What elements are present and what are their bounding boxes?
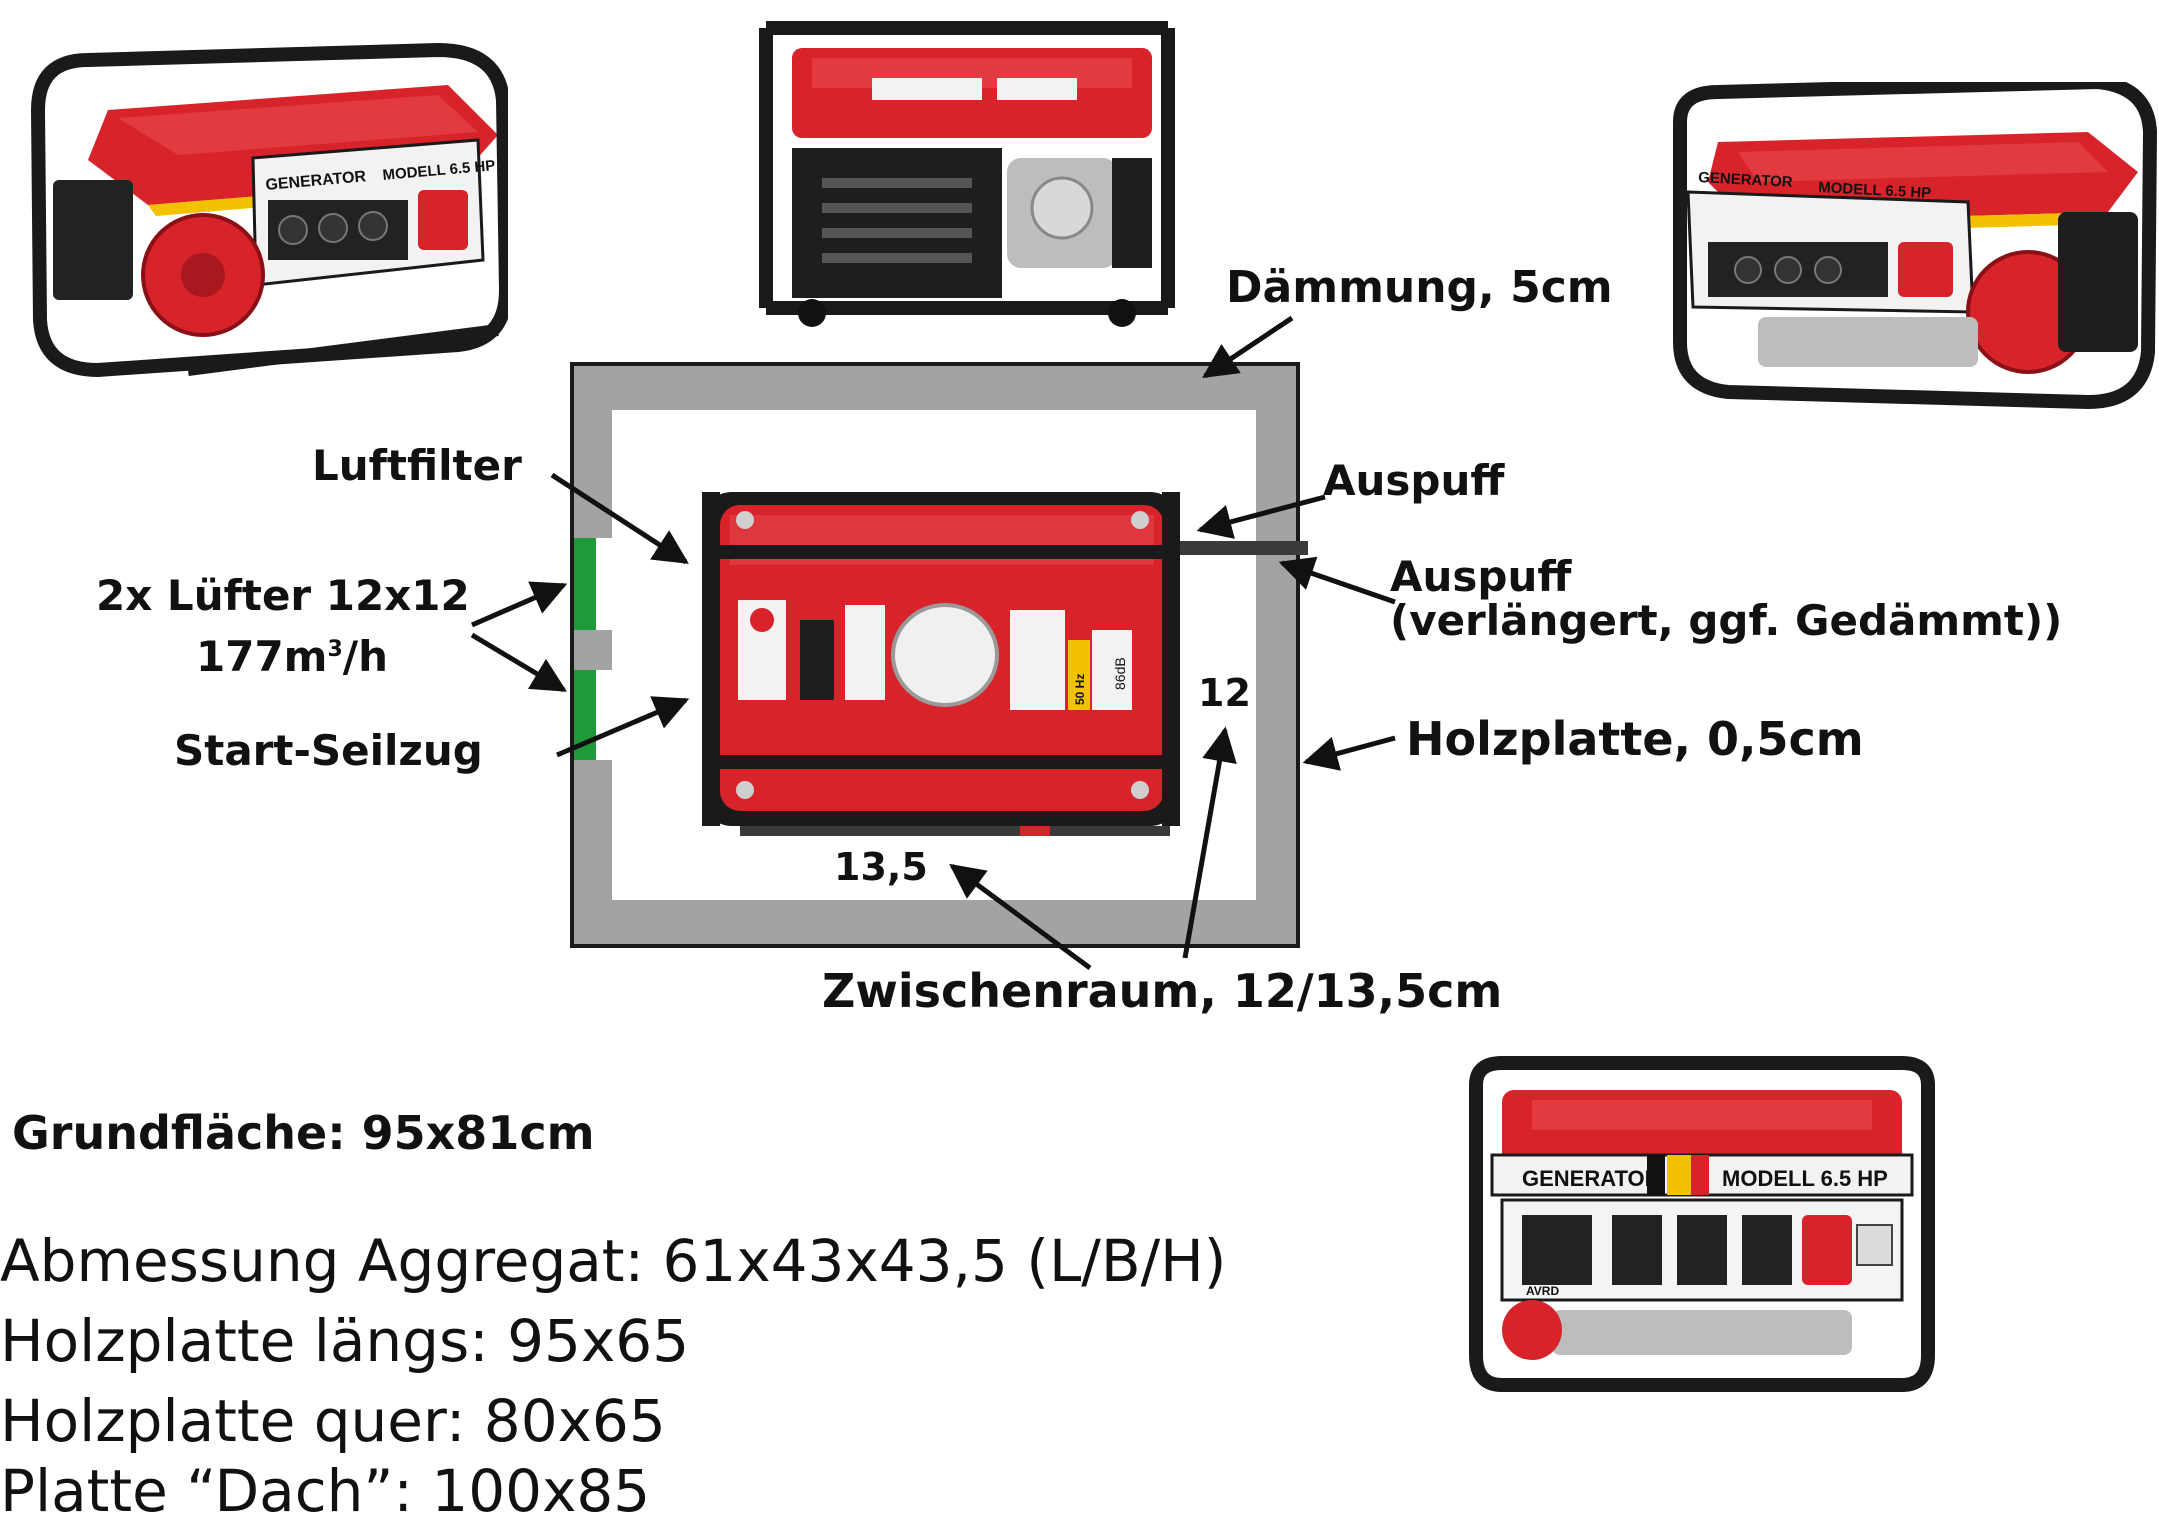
label-gap-13-5: 13,5	[834, 845, 928, 889]
label-auspuff: Auspuff	[1323, 456, 1505, 505]
label-luefter-airflow-tail: /h	[342, 632, 388, 681]
label-luefter: 2x Lüfter 12x12	[96, 571, 470, 620]
generator-photo-front-left: GENERATOR MODELL 6.5 HP	[30, 42, 508, 378]
fan-lower	[574, 670, 596, 760]
label-grundflaeche: Grundfläche: 95x81cm	[12, 1106, 595, 1160]
label-gap-12: 12	[1198, 671, 1251, 715]
exhaust-pipe	[1178, 541, 1308, 555]
label-auspuff-extended-line2: (verlängert, ggf. Gedämmt))	[1390, 596, 2063, 645]
insulation-walls	[572, 364, 1298, 946]
photo4-badge: AVRD	[1526, 1284, 1559, 1298]
label-zwischenraum: Zwischenraum, 12/13,5cm	[822, 964, 1503, 1018]
label-daemmung: Dämmung, 5cm	[1226, 262, 1613, 313]
photo3-brand-label: GENERATOR	[1698, 169, 1793, 191]
photo4-brand-label: GENERATOR	[1522, 1166, 1661, 1191]
generator-photo-front-right: GENERATOR MODELL 6.5 HP	[1673, 82, 2158, 410]
wood-board-outline	[570, 362, 1300, 948]
info-line-dach: Platte “Dach”: 100x85	[0, 1457, 651, 1525]
info-line-holzplatte-laengs: Holzplatte längs: 95x65	[0, 1307, 690, 1375]
info-line-aggregat: Abmessung Aggregat: 61x43x43,5 (L/B/H)	[0, 1227, 1227, 1295]
generator-photo-front: GENERATOR MODELL 6.5 HP AVRD	[1469, 1056, 1935, 1392]
label-luefter-airflow: 177m3/h	[196, 636, 388, 678]
label-arrows	[470, 315, 1396, 971]
label-auspuff-extended: Auspuff (verlängert, ggf. Gedämmt))	[1390, 556, 2062, 642]
photo4-model-label: MODELL 6.5 HP	[1722, 1166, 1888, 1191]
sticker-hz-label: 50 Hz	[1073, 674, 1087, 705]
label-holzplatte: Holzplatte, 0,5cm	[1406, 712, 1864, 766]
generator-top-view: 50 Hz 86dB	[702, 492, 1180, 836]
label-start-seilzug: Start-Seilzug	[174, 726, 483, 775]
label-luefter-airflow-sup: 3	[327, 637, 343, 662]
info-line-holzplatte-quer: Holzplatte quer: 80x65	[0, 1387, 666, 1455]
label-luefter-airflow-base: 177m	[196, 632, 328, 681]
generator-photo-rear	[759, 21, 1175, 327]
fan-upper	[574, 538, 596, 630]
label-auspuff-extended-line1: Auspuff	[1390, 552, 1572, 601]
photo3-model-label: MODELL 6.5 HP	[1818, 179, 1932, 202]
sticker-noise-label: 86dB	[1112, 657, 1128, 690]
label-luftfilter: Luftfilter	[312, 441, 522, 490]
